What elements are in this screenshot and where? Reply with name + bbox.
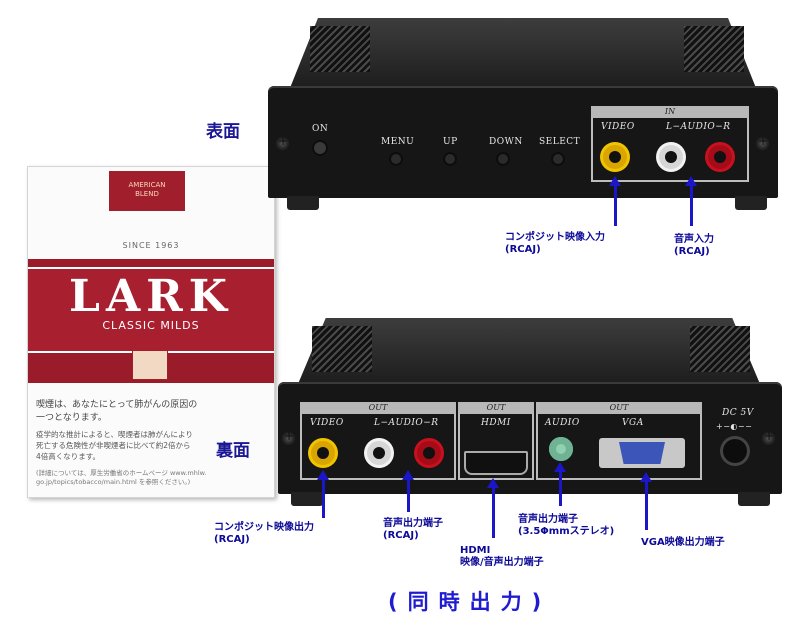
audio-35-callout: 音声出力端子 (3.5Φmmステレオ) <box>518 514 614 538</box>
back-device-lid <box>298 318 760 384</box>
front-audio-r-jack[interactable] <box>705 142 735 172</box>
menu-button[interactable] <box>389 152 403 166</box>
screw-icon <box>762 429 775 445</box>
back-video-label: VIDEO <box>310 418 344 428</box>
select-button[interactable] <box>551 152 565 166</box>
out-header-1: OUT <box>300 402 456 414</box>
vga-port-frame <box>599 438 685 468</box>
front-audio-l-jack[interactable] <box>656 142 686 172</box>
audio-35-text: 音声出力端子 <box>518 514 578 525</box>
warning-small-3: 4倍高くなります。 <box>36 452 101 461</box>
pack-warning-tiny: (詳細については、厚生労働省のホームページ www.mhlw. go.jp/to… <box>36 469 268 487</box>
down-button[interactable] <box>496 152 510 166</box>
back-panel <box>278 382 782 494</box>
audio-out-callout: 音声出力端子 (RCAJ) <box>383 518 443 542</box>
up-label: UP <box>443 137 458 147</box>
pack-since: SINCE 1963 <box>122 241 180 250</box>
vga-port[interactable] <box>619 442 665 464</box>
back-video-out-jack[interactable] <box>308 438 338 468</box>
back-foot-left <box>291 492 323 506</box>
audio-in-sub: (RCAJ) <box>674 246 710 257</box>
down-label: DOWN <box>489 137 523 147</box>
back-audio-r-jack[interactable] <box>414 438 444 468</box>
back-audio-l-jack[interactable] <box>364 438 394 468</box>
audio-in-text: 音声入力 <box>674 234 714 245</box>
audio-in-callout: 音声入力 (RCAJ) <box>674 234 714 258</box>
audio-35-sub: (3.5Φmmステレオ) <box>518 526 615 537</box>
arrow-up-icon <box>402 470 414 512</box>
hdmi-out-text-2: 映像/音声出力端子 <box>460 557 544 568</box>
front-video-in-jack[interactable] <box>600 142 630 172</box>
front-vents-right <box>684 26 744 72</box>
hdmi-out-text-1: HDMI <box>460 545 491 556</box>
warning-small-1: 疫学的な推計によると、喫煙者は肺がんにより <box>36 430 193 439</box>
audio-35-label: AUDIO <box>545 418 580 428</box>
screw-icon <box>276 134 289 150</box>
pack-crest: AMERICAN BLEND <box>109 171 185 211</box>
warning-line-1: 喫煙は、あなたにとって肺がんの原因の <box>36 400 198 410</box>
on-label: ON <box>312 124 329 134</box>
warning-tiny-2: go.jp/topics/tobacco/main.html を参照ください。) <box>36 478 191 486</box>
crown-emblem-icon <box>132 350 168 380</box>
crest-line-1: AMERICAN <box>128 181 166 189</box>
hdmi-label: HDMI <box>481 418 511 428</box>
arrow-up-icon <box>487 478 499 538</box>
front-foot-left <box>287 196 319 210</box>
audio-out-text: 音声出力端子 <box>383 518 443 529</box>
front-video-label: VIDEO <box>601 122 635 132</box>
back-side-label: 裏面 <box>216 441 250 461</box>
hdmi-out-callout: HDMI 映像/音声出力端子 <box>460 545 544 569</box>
front-side-label: 表面 <box>206 122 240 142</box>
arrow-up-icon <box>609 176 621 226</box>
pack-subtitle: CLASSIC MILDS <box>102 319 200 332</box>
composite-in-callout: コンポジット映像入力 (RCAJ) <box>505 232 605 256</box>
pack-warning: 喫煙は、あなたにとって肺がんの原因の 一つとなります。 <box>36 399 268 425</box>
warning-tiny-1: (詳細については、厚生労働省のホームページ www.mhlw. <box>36 469 207 477</box>
audio-35-jack[interactable] <box>549 437 573 461</box>
dc-power-jack[interactable] <box>720 436 750 466</box>
arrow-up-icon <box>685 176 697 226</box>
up-button[interactable] <box>443 152 457 166</box>
arrow-up-icon <box>640 472 652 530</box>
pack-warning-small: 疫学的な推計によると、喫煙者は肺がんにより 死亡する危険性が非喫煙者に比べて約2… <box>36 429 268 462</box>
pack-red-band-inner <box>28 267 274 353</box>
composite-in-text: コンポジット映像入力 <box>505 232 605 243</box>
warning-line-2: 一つとなります。 <box>36 413 107 423</box>
warning-small-2: 死亡する危険性が非喫煙者に比べて約2倍から <box>36 441 191 450</box>
arrow-up-icon <box>554 462 566 506</box>
pack-brand: LARK <box>69 271 233 322</box>
audio-out-sub: (RCAJ) <box>383 530 419 541</box>
front-audio-label: L−AUDIO−R <box>666 122 731 132</box>
crest-line-2: BLEND <box>135 190 159 198</box>
composite-in-sub: (RCAJ) <box>505 244 541 255</box>
arrow-up-icon <box>317 470 329 518</box>
back-vents-left <box>312 326 372 372</box>
in-header: IN <box>591 106 749 118</box>
select-label: SELECT <box>539 137 581 147</box>
back-foot-right <box>738 492 770 506</box>
hdmi-port[interactable] <box>464 451 528 475</box>
power-button[interactable] <box>312 140 328 156</box>
composite-out-callout: コンポジット映像出力 (RCAJ) <box>214 522 314 546</box>
composite-out-text: コンポジット映像出力 <box>214 522 314 533</box>
front-vents-left <box>310 26 370 72</box>
vga-label: VGA <box>622 418 644 428</box>
dc-label: DC 5V <box>722 408 754 418</box>
back-audio-label: L−AUDIO−R <box>374 418 439 428</box>
simultaneous-output-caption: (同時出力) <box>388 590 552 614</box>
composite-out-sub: (RCAJ) <box>214 534 250 545</box>
cigarette-pack: AMERICAN BLEND SINCE 1963 LARK CLASSIC M… <box>27 166 275 498</box>
screw-icon <box>756 134 769 150</box>
front-foot-right <box>735 196 767 210</box>
menu-label: MENU <box>381 137 415 147</box>
back-vents-right <box>690 326 750 372</box>
screw-icon <box>282 429 295 445</box>
vga-out-callout: VGA映像出力端子 <box>641 537 725 548</box>
out-header-3: OUT <box>536 402 702 414</box>
out-header-2: OUT <box>458 402 534 414</box>
dc-polarity-icon: +−◐−− <box>716 422 753 431</box>
